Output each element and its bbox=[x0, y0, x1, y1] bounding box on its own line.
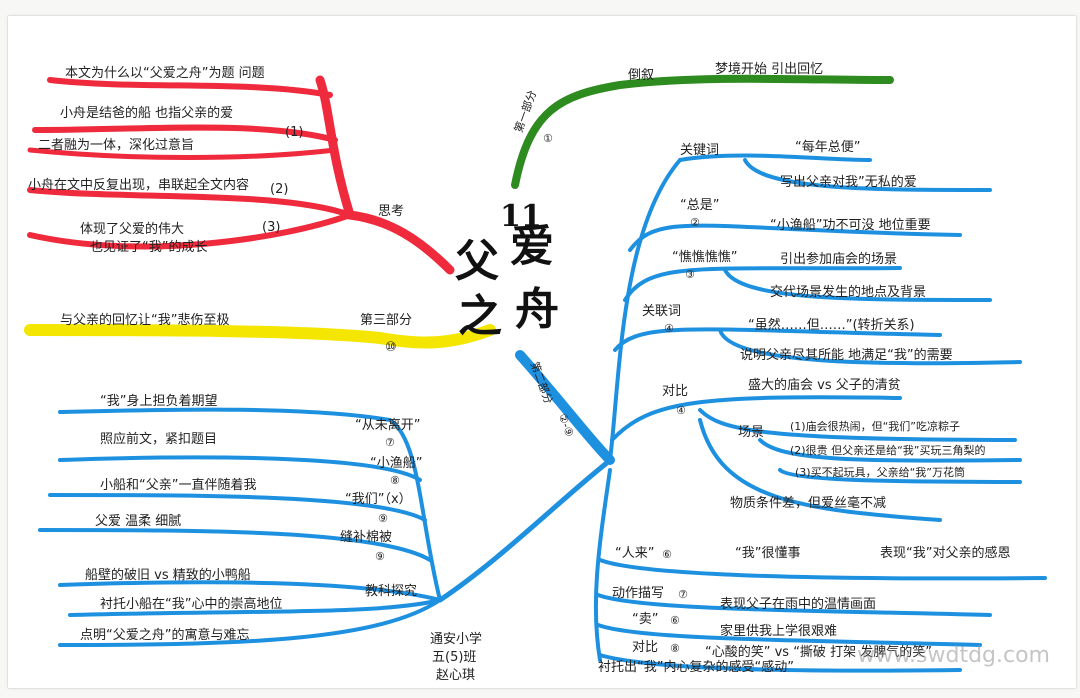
r-g3-num: ③ bbox=[685, 268, 695, 281]
red-branch-4 bbox=[27, 187, 353, 218]
r-g5-sub6: 物质条件差，但爱丝毫不减 bbox=[730, 496, 887, 511]
author-name: 赵心琪 bbox=[436, 668, 476, 683]
r-g1-sub2: 写出父亲对我”无私的爱 bbox=[780, 175, 917, 190]
title-mark: 11 bbox=[500, 199, 542, 234]
title-char-4: 舟 bbox=[515, 284, 559, 335]
r-g8-head: “卖” bbox=[632, 612, 659, 627]
r-g7-head: 动作描写 bbox=[612, 586, 665, 601]
red-item-3: 二者融为一体，深化过意旨 bbox=[38, 138, 195, 153]
lb-tag-4: 缝补棉被 bbox=[340, 530, 393, 545]
watermark: www.swdtdg.com bbox=[857, 643, 1050, 668]
r-g1-head: 关键词 bbox=[680, 143, 720, 158]
blue-right-lower bbox=[593, 468, 612, 662]
r-g7-sub1: 表现父子在雨中的温情画面 bbox=[720, 597, 877, 612]
lb-item-7: 点明“父爱之舟”的寓意与难忘 bbox=[80, 628, 250, 643]
red-item-1: 本文为什么以“父爱之舟”为题 问题 bbox=[65, 66, 265, 81]
red-item-num-3: (3) bbox=[262, 220, 281, 235]
r-g4-num: ④ bbox=[664, 322, 674, 335]
red-item-2: 小舟是结爸的船 也指父亲的爱 bbox=[60, 106, 234, 121]
r-g1-sub1: “每年总便” bbox=[795, 140, 861, 155]
green-branch-num: ① bbox=[543, 132, 553, 145]
lb-num-1: ⑦ bbox=[385, 436, 395, 449]
r-g4-head: 关联词 bbox=[642, 304, 682, 319]
red-item-num-1: (1) bbox=[285, 125, 304, 140]
title-char-3: 之 bbox=[458, 291, 502, 342]
lb-tag-2: “小渔船” bbox=[370, 456, 423, 471]
lb-tag-3: “我们”（x） bbox=[345, 492, 412, 507]
r-g9-sub1: “心酸的笑” vs “撕破 打架 发脾气的笑” bbox=[705, 645, 932, 660]
r-g3-head: “憔憔憔憔” bbox=[672, 250, 738, 265]
red-branch-3 bbox=[27, 147, 338, 160]
title-char-1: 父 bbox=[455, 236, 499, 287]
red-item-num-2: (2) bbox=[270, 182, 289, 197]
red-branch-2 bbox=[32, 124, 338, 143]
red-item-4: 小舟在文中反复出现，串联起全文内容 bbox=[28, 178, 250, 193]
r-g9-sub2: 衬托出“我”内心复杂的感受“感动” bbox=[598, 660, 794, 675]
green-branch bbox=[511, 74, 894, 189]
r-g9-num: ⑧ bbox=[670, 642, 680, 655]
r-g5-head: 对比 bbox=[662, 384, 689, 399]
r-g6-sub1: “我”很懂事 bbox=[735, 546, 801, 561]
red-branch-label: 思考 bbox=[378, 204, 405, 219]
r-g2-head: “总是” bbox=[680, 198, 720, 213]
r-g3-sub1: 引出参加庙会的场景 bbox=[780, 252, 898, 267]
blue-left-main bbox=[437, 459, 611, 603]
author-school: 通安小学 bbox=[430, 632, 483, 647]
lb-item-5: 船壁的破旧 vs 精致的小鸭船 bbox=[85, 568, 251, 583]
red-branch-5 bbox=[27, 212, 353, 250]
r-g8-num: ⑥ bbox=[670, 614, 680, 627]
blue-right-spine bbox=[608, 158, 682, 462]
lb-tag-1: “从未离开” bbox=[355, 418, 421, 433]
yellow-branch bbox=[24, 324, 496, 349]
yellow-branch-num: ⑩ bbox=[385, 340, 397, 355]
red-branch-main bbox=[315, 75, 455, 275]
r-g6-num: ⑥ bbox=[662, 548, 672, 561]
lb-num-2: ⑧ bbox=[390, 474, 400, 487]
red-branch-1 bbox=[47, 77, 333, 98]
red-item-5: 体现了父爱的伟大 bbox=[80, 222, 185, 237]
r-g5-sub1: 盛大的庙会 vs 父子的清贫 bbox=[748, 378, 901, 393]
r-g5-sub5: (3)买不起玩具，父亲给“我”万花筒 bbox=[795, 466, 965, 479]
r-g5-sub2: 场景 bbox=[738, 425, 765, 440]
yellow-branch-label: 第三部分 bbox=[360, 313, 413, 328]
blue-right-main bbox=[515, 350, 615, 465]
lb-num-3: ⑨ bbox=[378, 512, 388, 525]
r-g9-head: 对比 bbox=[632, 640, 659, 655]
left-blue-label: 教科探究 bbox=[365, 584, 418, 599]
lb-item-1: “我”身上担负着期望 bbox=[100, 394, 218, 409]
r-g2-sub1: “小渔船”功不可没 地位重要 bbox=[770, 218, 931, 233]
title-char-2: 爱 bbox=[510, 221, 554, 272]
r-g5-sub4: (2)很贵 但父亲还是给“我”买玩三角梨的 bbox=[790, 444, 986, 457]
red-item-6: 也见证了“我”的成长 bbox=[90, 240, 208, 255]
r-g7-num: ⑦ bbox=[678, 588, 688, 601]
r-g3-sub2: 交代场景发生的地点及背景 bbox=[770, 285, 927, 300]
yellow-desc: 与父亲的回忆让“我”悲伤至极 bbox=[60, 313, 230, 328]
lb-item-6: 衬托小船在“我”心中的崇高地位 bbox=[100, 597, 283, 612]
lb-item-2: 照应前文，紧扣题目 bbox=[100, 432, 218, 447]
green-desc: 梦境开始 引出回忆 bbox=[715, 62, 824, 77]
r-g4-sub2: 说明父亲尽其所能 地满足“我”的需要 bbox=[740, 348, 953, 363]
r-g8-sub1: 家里供我上学很艰难 bbox=[720, 624, 838, 639]
lb-num-4: ⑨ bbox=[375, 550, 385, 563]
r-g4-sub1: “虽然……但……”(转折关系) bbox=[748, 318, 915, 333]
r-g6-head: “人来” bbox=[615, 546, 655, 561]
green-sub: 倒叙 bbox=[628, 68, 655, 83]
lb-item-3: 小船和“父亲”一直伴随着我 bbox=[100, 478, 257, 493]
author-class: 五(5)班 bbox=[432, 650, 477, 665]
r-g2-num: ② bbox=[690, 216, 700, 229]
lb-item-4: 父爱 温柔 细腻 bbox=[95, 514, 182, 529]
r-g5-sub3: (1)庙会很热闹，但“我们”吃凉粽子 bbox=[790, 420, 960, 433]
r-g6-sub2: 表现“我”对父亲的感恩 bbox=[880, 546, 1011, 561]
r-g5-num: ④ bbox=[676, 404, 686, 417]
